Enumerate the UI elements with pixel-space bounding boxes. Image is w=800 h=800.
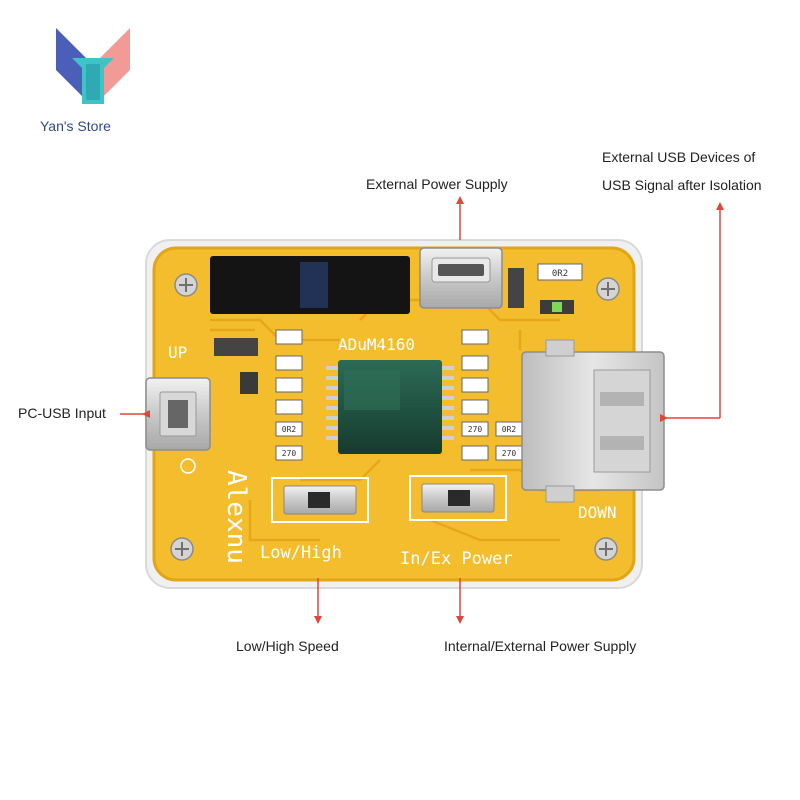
isolator-ic <box>326 360 454 454</box>
resistor-code-4: 270 <box>502 449 517 458</box>
smd-resistor-top <box>537 263 583 281</box>
smd-cap-top <box>508 268 524 308</box>
callout-lines <box>120 198 721 620</box>
speed-switch-label: Low/High <box>260 543 342 563</box>
resistor-code-2: 270 <box>282 449 297 458</box>
chip-label: ADuM4160 <box>338 335 415 354</box>
callout-arrowheads <box>142 196 724 624</box>
callout-pc-usb-input: PC-USB Input <box>18 405 106 421</box>
resistor-code-1: 0R2 <box>282 425 297 434</box>
screw-top-right <box>596 277 620 301</box>
screw-top-left <box>174 273 198 297</box>
micro-usb-power-port <box>419 247 503 309</box>
up-label: UP <box>168 343 187 362</box>
resistor-code-5: 0R2 <box>502 425 517 434</box>
speed-slide-switch <box>271 477 369 523</box>
usb-a-output-port <box>521 339 665 503</box>
resistor-array-left <box>240 329 303 461</box>
down-label: DOWN <box>578 503 617 522</box>
store-name: Yan's Store <box>40 118 111 134</box>
screw-bottom-right <box>594 537 618 561</box>
power-switch-label: In/Ex Power <box>400 549 513 569</box>
smd-part-up <box>214 338 258 356</box>
pcb-brand-mark: Alexnu <box>221 470 251 564</box>
mini-usb-input-port <box>145 377 211 451</box>
top-resistor-code: 0R2 <box>552 269 568 279</box>
callout-external-usb-line2: USB Signal after Isolation <box>602 177 762 193</box>
power-slide-switch <box>409 475 507 521</box>
callout-external-power: External Power Supply <box>366 176 508 192</box>
y-monogram-logo <box>56 28 130 104</box>
callout-low-high-speed: Low/High Speed <box>236 638 339 654</box>
screw-bottom-left <box>170 537 194 561</box>
callout-external-usb-line1: External USB Devices of <box>602 149 756 165</box>
resistor-array-right <box>461 329 523 461</box>
resistor-code-3: 270 <box>468 425 483 434</box>
callout-internal-external-power: Internal/External Power Supply <box>444 638 637 654</box>
